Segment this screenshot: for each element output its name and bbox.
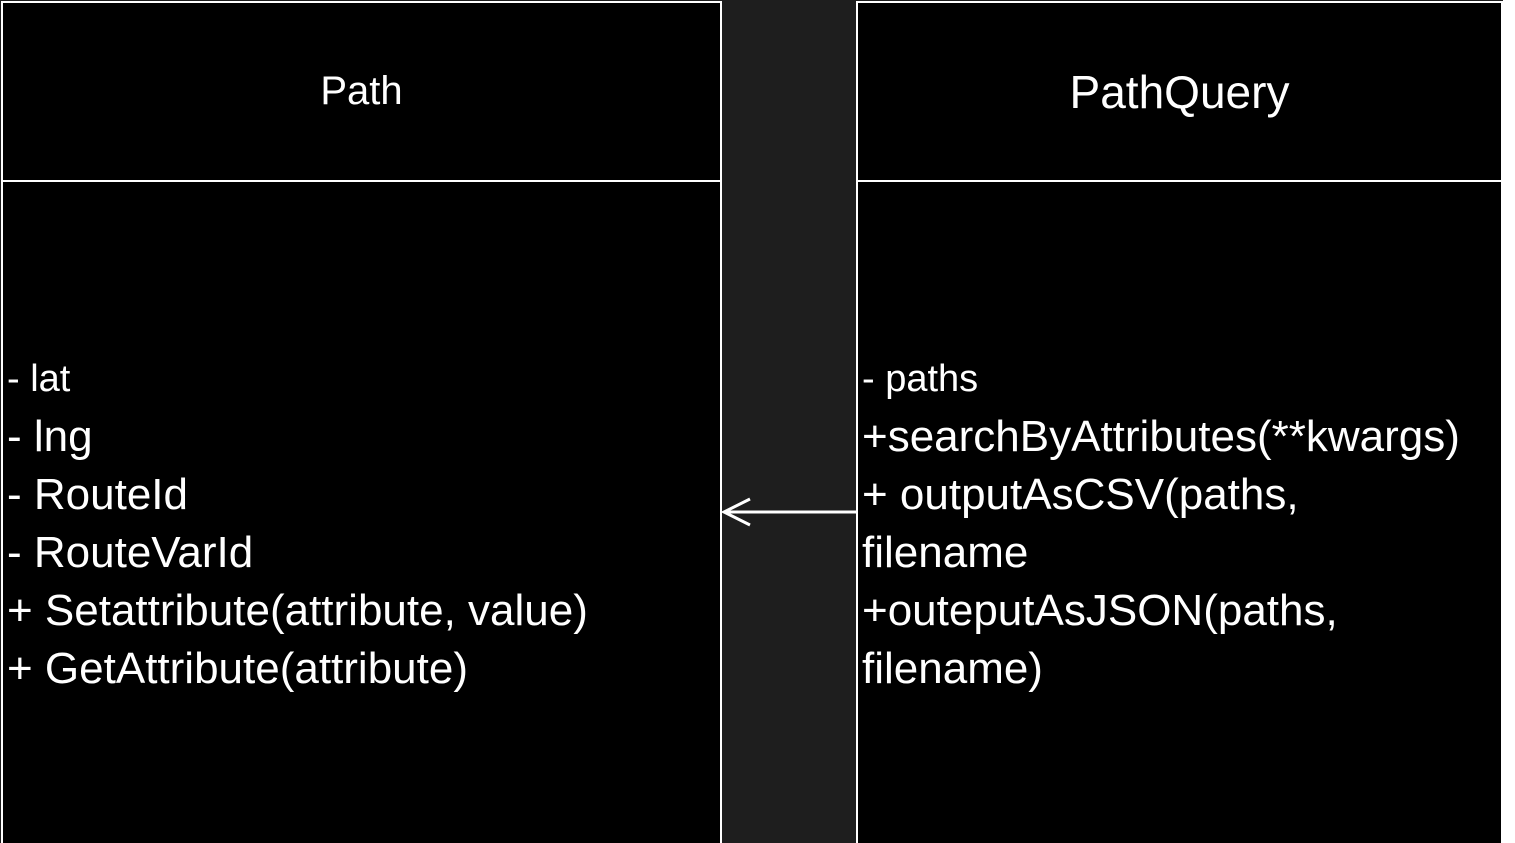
class-box-path[interactable]: Path - lat - lng - RouteId - RouteVarId … xyxy=(1,1,722,843)
member-method: + GetAttribute(attribute) xyxy=(7,644,468,693)
arrow-head-icon xyxy=(720,497,751,527)
member-method: + Setattribute(attribute, value) xyxy=(7,586,588,635)
class-name-pathquery: PathQuery xyxy=(858,3,1501,182)
class-members-path: - lat - lng - RouteId - RouteVarId + Set… xyxy=(7,350,720,698)
canvas-edge xyxy=(1503,0,1515,843)
class-members-pathquery: - paths +searchByAttributes(**kwargs) + … xyxy=(862,350,1515,698)
member-attribute: - RouteId xyxy=(7,470,188,519)
member-method: +searchByAttributes(**kwargs) xyxy=(862,412,1460,461)
member-attribute: - paths xyxy=(862,358,979,400)
member-attribute: - RouteVarId xyxy=(7,528,254,577)
class-box-pathquery[interactable]: PathQuery - paths +searchByAttributes(**… xyxy=(856,1,1503,843)
class-name-path: Path xyxy=(3,3,720,182)
member-method: +outeputAsJSON(paths, xyxy=(862,586,1338,635)
member-method-continuation: filename) xyxy=(862,644,1043,693)
member-method: + outputAsCSV(paths, xyxy=(862,470,1299,519)
member-method-continuation: filename xyxy=(862,528,1029,577)
member-attribute: - lat xyxy=(7,358,71,400)
member-attribute: - lng xyxy=(7,412,93,461)
